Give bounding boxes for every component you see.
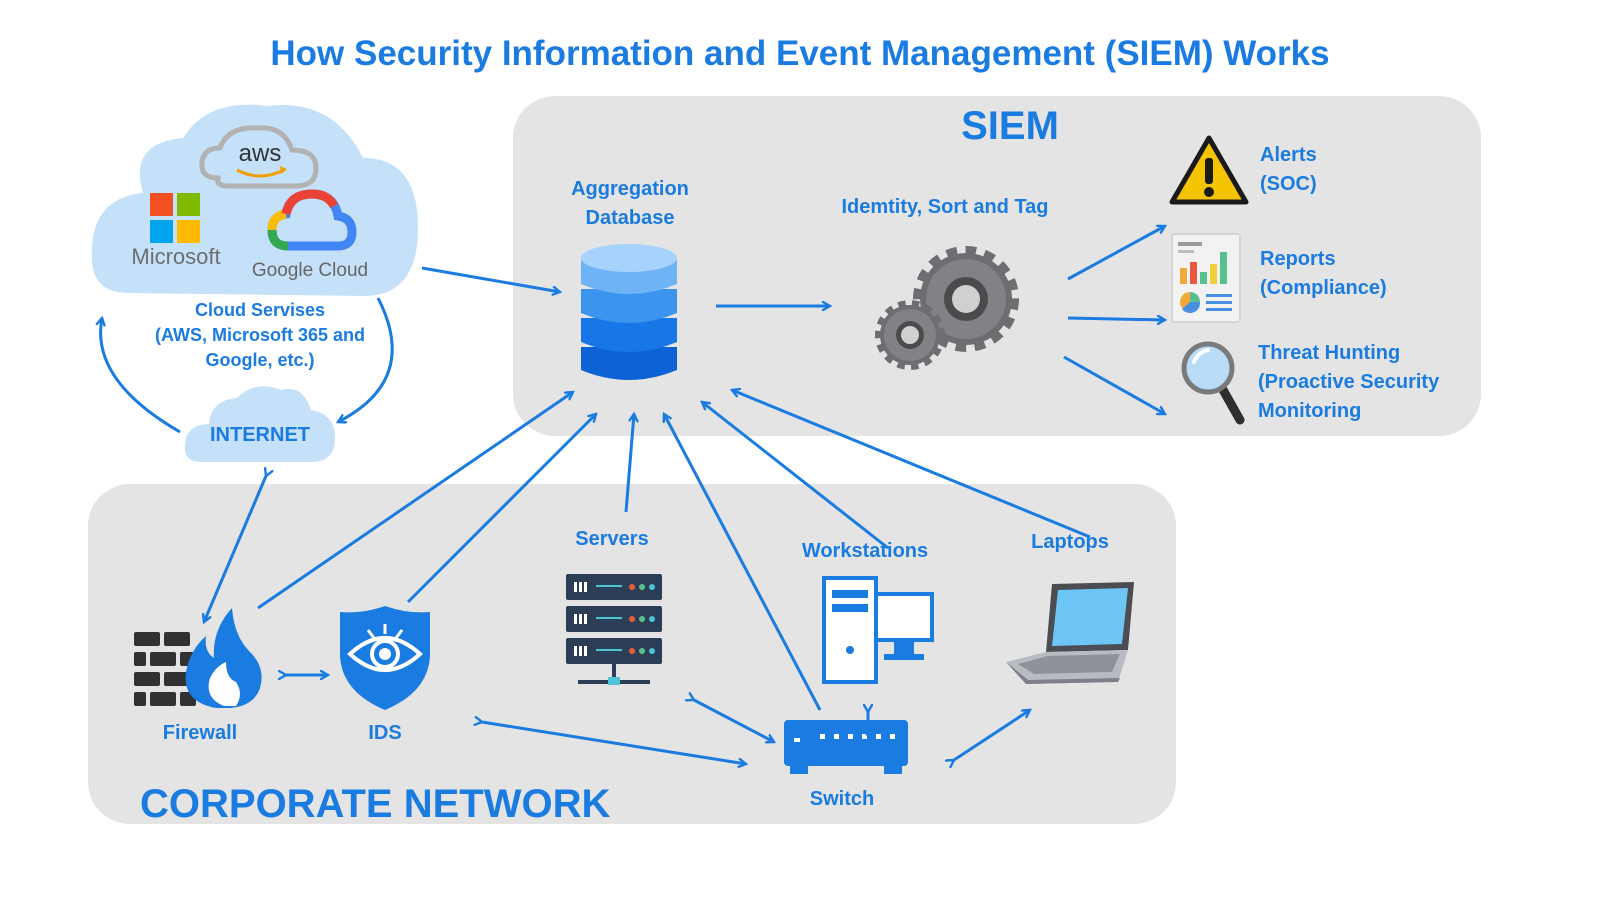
page-title: How Security Information and Event Manag… <box>270 34 1330 73</box>
firewall-to-database-arrow <box>257 392 573 610</box>
workstations-to-database-arrow <box>702 402 889 550</box>
magnifier-icon <box>1181 341 1245 425</box>
reports-label: Reports(Compliance) <box>1260 248 1387 299</box>
identify-sort-tag-label: Idemtity, Sort and Tag <box>841 196 1049 218</box>
switch-to-database-arrow <box>664 414 822 711</box>
servers-to-database-arrow <box>624 414 634 513</box>
firewall-icon <box>134 608 262 708</box>
laptops-to-database-arrow <box>732 390 1091 539</box>
firewall-label: Firewall <box>162 722 238 744</box>
servers-switch-arrow <box>694 700 774 742</box>
ids-label: IDS <box>368 722 402 744</box>
gears-icon <box>875 246 1019 370</box>
cloud-to-database-arrow <box>421 266 560 292</box>
aws-logo-text: aws <box>238 140 282 167</box>
internet-cloud-icon <box>184 386 335 462</box>
servers-icon <box>566 574 662 685</box>
cloud-services-icon <box>91 104 419 296</box>
laptop-icon <box>1006 582 1134 684</box>
siem-title: SIEM <box>961 104 1059 148</box>
ids-to-database-arrow <box>406 414 596 604</box>
gears-to-reports-arrow <box>1067 318 1165 320</box>
switch-icon <box>784 720 908 774</box>
workstations-label: Workstations <box>801 540 929 562</box>
report-icon <box>1171 233 1241 323</box>
database-icon <box>581 244 677 380</box>
gears-to-alerts-arrow <box>1067 226 1165 281</box>
cloud-to-internet-arrow <box>338 297 394 422</box>
switch-label: Switch <box>809 788 875 810</box>
gears-to-hunting-arrow <box>1063 355 1165 416</box>
switch-laptop-arrow <box>954 710 1030 760</box>
corporate-network-title: CORPORATE NETWORK <box>140 782 611 826</box>
microsoft-logo-text: Microsoft <box>131 244 221 269</box>
alerts-label: Alerts(SOC) <box>1260 144 1317 195</box>
ids-switch-arrow <box>482 722 746 764</box>
internet-to-cloud-arrow <box>101 318 181 434</box>
internet-firewall-arrow <box>204 476 266 622</box>
warning-icon <box>1169 135 1249 205</box>
workstation-icon <box>822 576 934 684</box>
google-cloud-logo-text: Google Cloud <box>251 260 369 281</box>
ids-shield-icon <box>340 606 430 710</box>
internet-label: INTERNET <box>210 424 310 446</box>
servers-label: Servers <box>575 528 649 550</box>
